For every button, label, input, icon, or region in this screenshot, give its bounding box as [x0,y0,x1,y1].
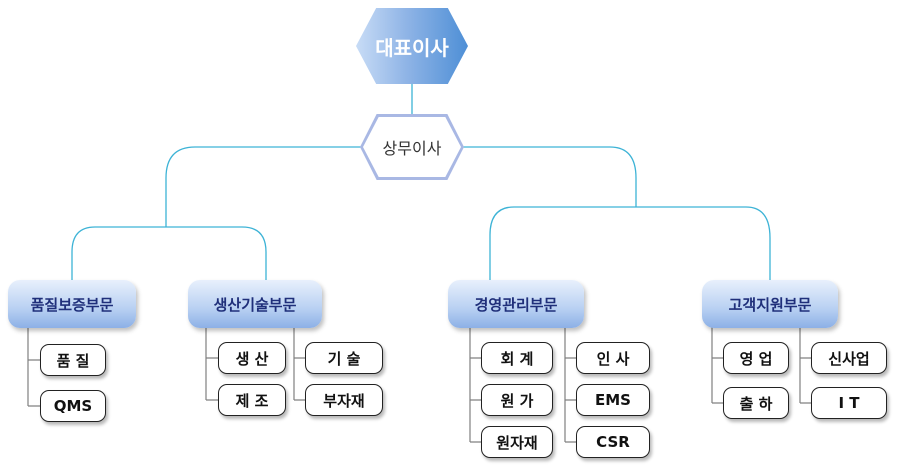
department-support: 고객지원부문 [702,280,838,328]
unit-qms: QMS [40,390,106,422]
unit-raw-materials: 원자재 [481,426,553,458]
department-quality: 품질보증부문 [8,280,136,328]
unit-it: I T [811,387,887,419]
ceo-node: 대표이사 [356,8,468,84]
unit-technology: 기 술 [305,342,383,374]
unit-cost: 원 가 [481,384,553,416]
unit-hr: 인 사 [576,342,650,374]
unit-quality: 품 질 [40,344,106,376]
unit-accounting: 회 계 [481,342,553,374]
unit-production: 생 산 [218,342,286,374]
unit-ems: EMS [576,384,650,416]
department-production: 생산기술부문 [188,280,322,328]
department-management: 경영관리부문 [448,280,584,328]
executive-node: 상무이사 [363,117,461,177]
unit-csr: CSR [576,426,650,458]
unit-shipping: 출 하 [723,387,789,419]
unit-manufacturing: 제 조 [218,384,286,416]
unit-new-business: 신사업 [811,342,887,374]
unit-sales: 영 업 [723,342,789,374]
unit-sub-materials: 부자재 [305,384,383,416]
